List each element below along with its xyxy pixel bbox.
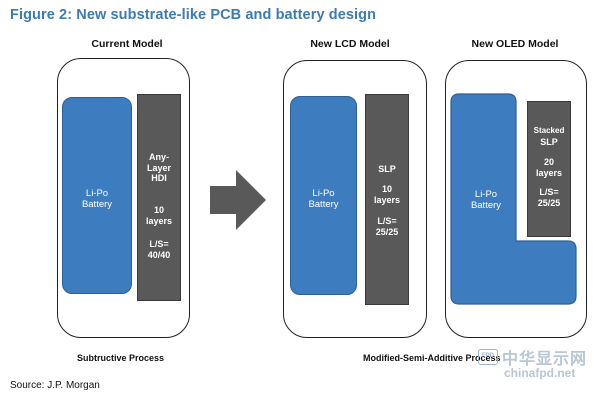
subtractive-process-label: Subtructive Process <box>77 353 165 363</box>
current-board-type: Any- Layer HDI <box>146 152 172 183</box>
oled-board-ls: L/S= 25/25 <box>537 187 561 208</box>
current-board-layers: 10 layers <box>145 205 173 226</box>
current-battery: Li-Po Battery <box>62 97 132 294</box>
watermark-en-text: chinafpd.net <box>504 366 576 380</box>
current-board-ls: L/S= 40/40 <box>147 239 171 260</box>
lcd-model-label: New LCD Model <box>310 38 390 50</box>
watermark-cn-text: 中华显示网 <box>502 351 588 368</box>
figure-title: Figure 2: New substrate-like PCB and bat… <box>10 7 377 23</box>
msap-process-label: Modified-Semi-Additive Process <box>363 353 501 363</box>
transition-arrow-icon <box>210 170 266 230</box>
current-model-label: Current Model <box>91 38 163 50</box>
oled-board: Stacked SLP 20 layers L/S= 25/25 <box>527 101 571 237</box>
lcd-board-ls: L/S= 25/25 <box>375 216 399 237</box>
lcd-board-type: SLP <box>378 164 396 174</box>
chinafpd-watermark: FPD 中华显示网 chinafpd.net <box>478 345 594 385</box>
current-board: Any- Layer HDI 10 layers L/S= 40/40 <box>137 94 181 301</box>
lcd-board: SLP 10 layers L/S= 25/25 <box>365 94 409 305</box>
lcd-battery: Li-Po Battery <box>290 96 357 295</box>
oled-model-label: New OLED Model <box>471 38 559 50</box>
oled-board-prefix: Stacked <box>533 126 565 135</box>
lcd-battery-label: Li-Po Battery <box>308 188 339 210</box>
fpd-logo-icon: FPD <box>478 349 498 365</box>
lcd-board-layers: 10 layers <box>373 184 401 205</box>
oled-board-layers: 20 layers <box>535 157 563 178</box>
oled-battery-label: Li-Po Battery <box>470 189 502 211</box>
oled-battery <box>450 93 577 305</box>
oled-board-type: SLP <box>540 137 558 147</box>
current-battery-label: Li-Po Battery <box>81 188 113 210</box>
source-note: Source: J.P. Morgan <box>10 380 100 391</box>
